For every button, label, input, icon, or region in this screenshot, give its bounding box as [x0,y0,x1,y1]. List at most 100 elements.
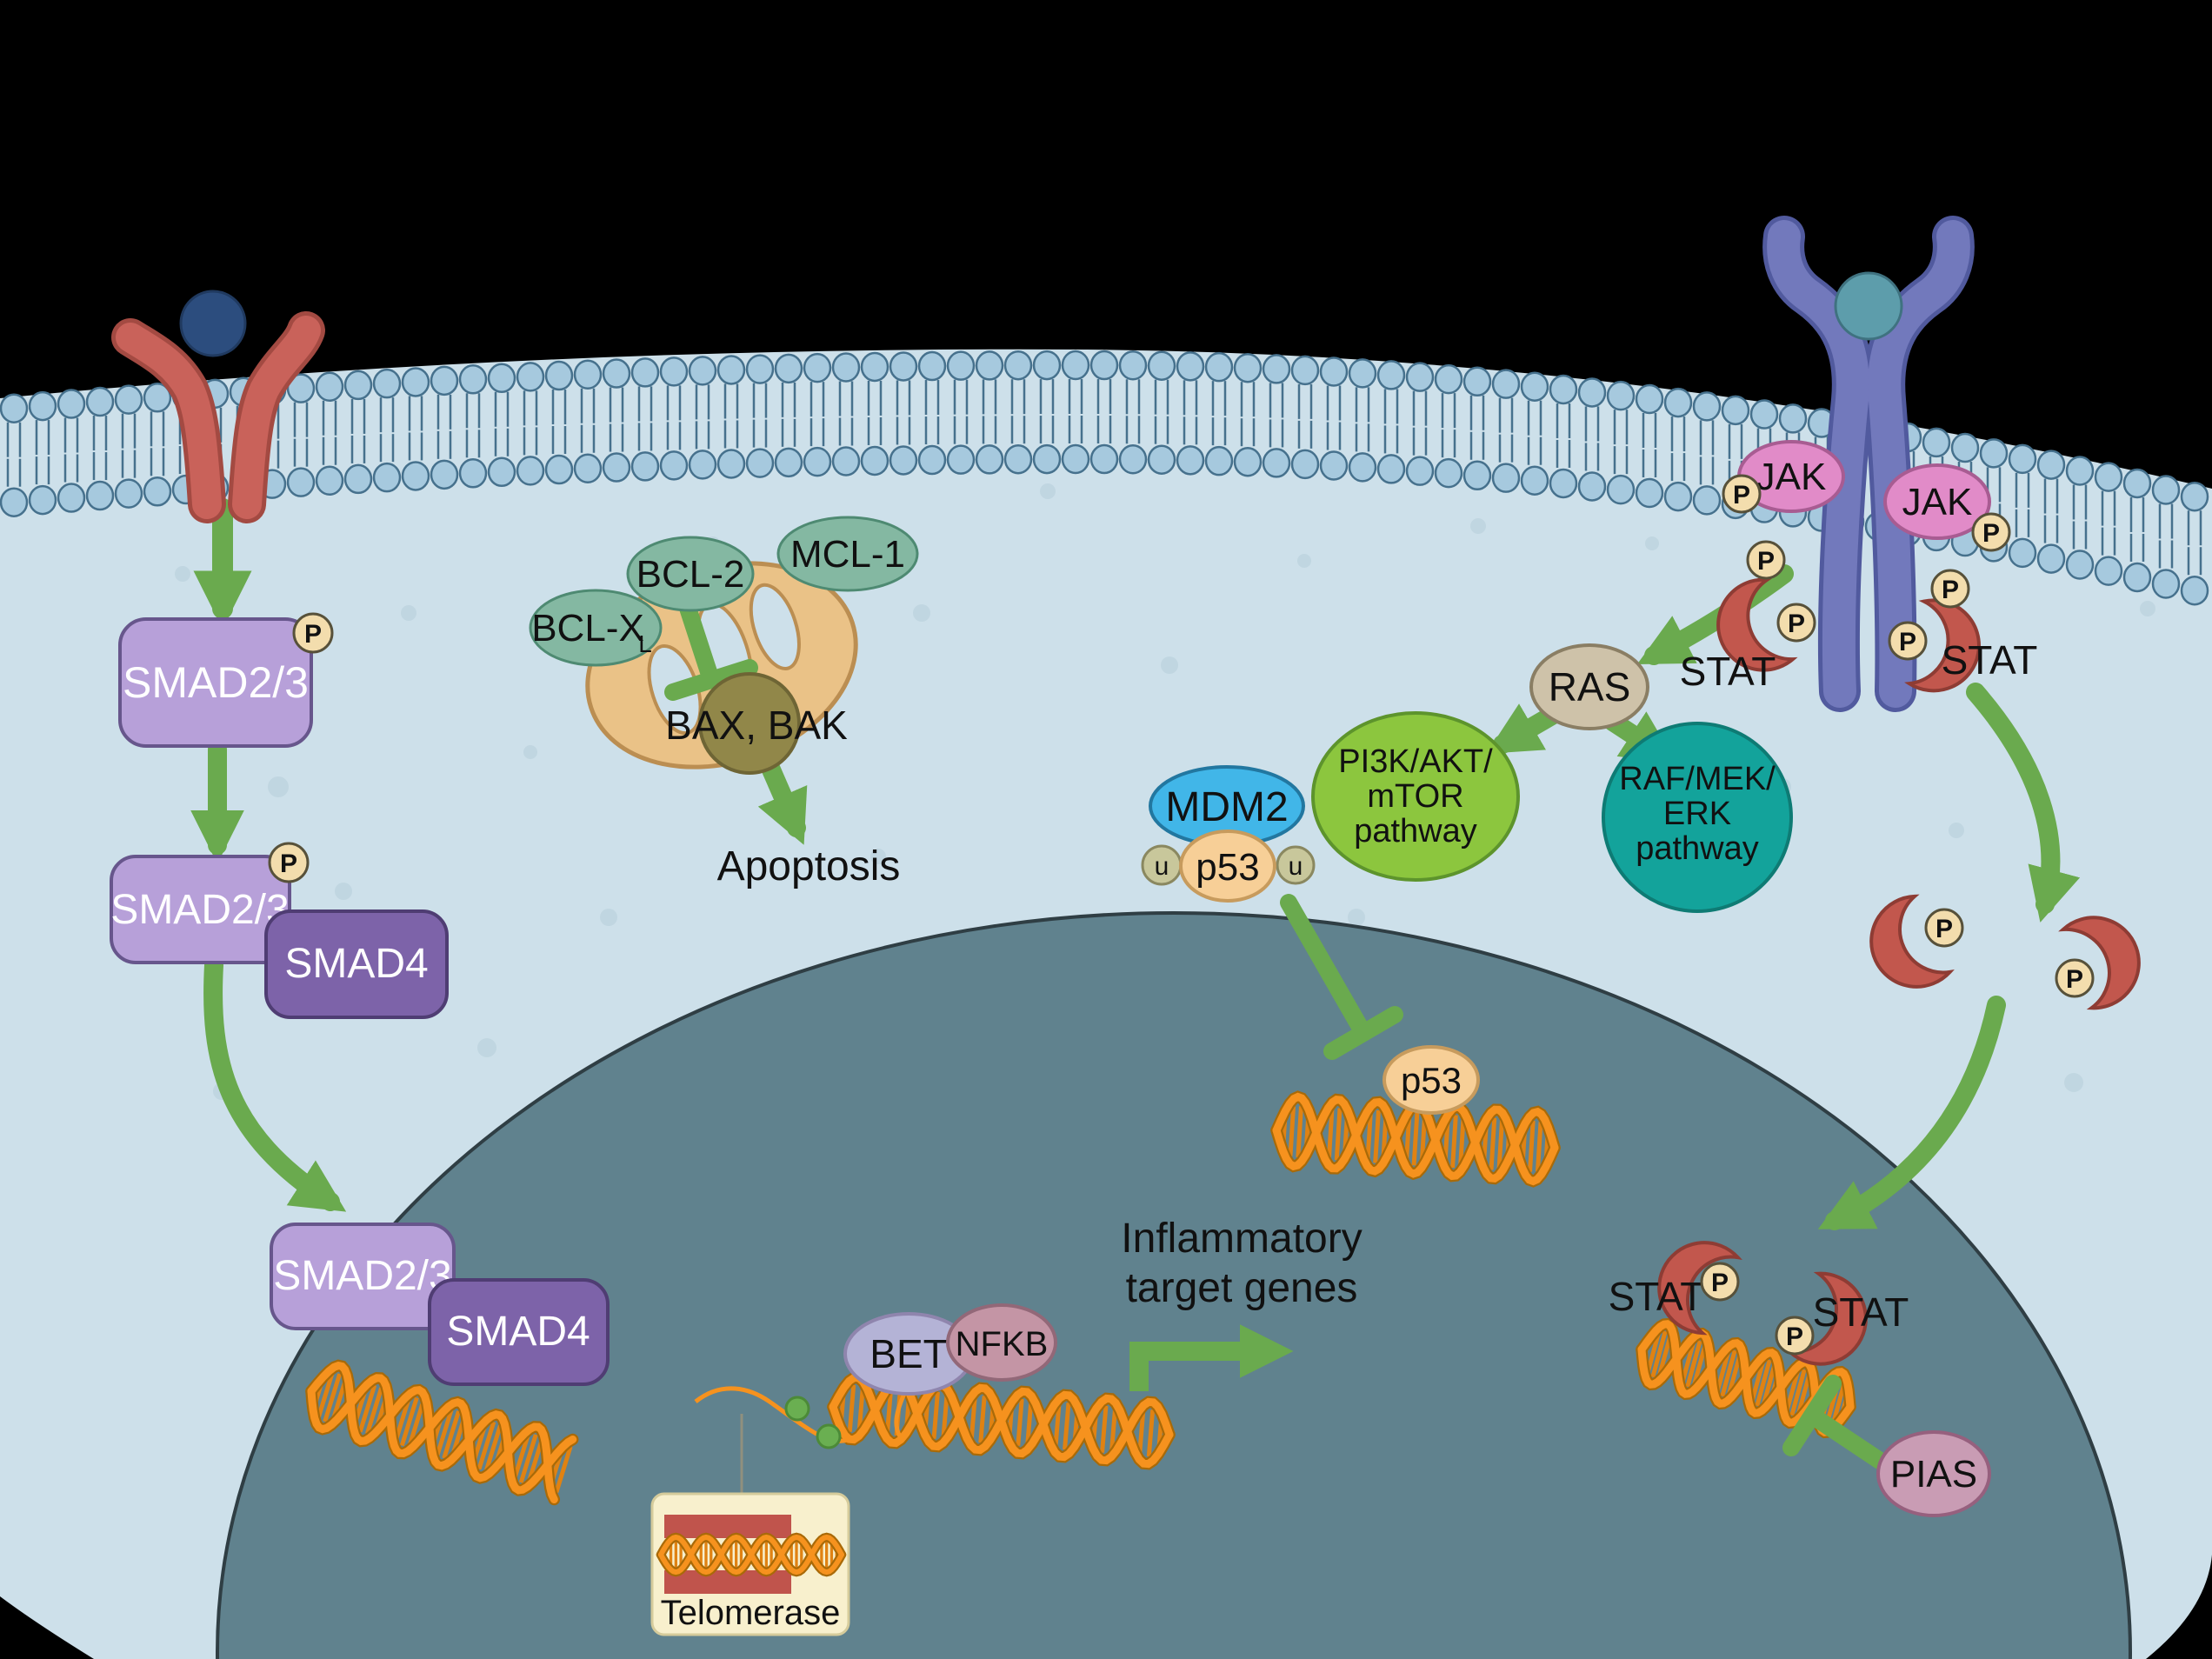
lipid-head-icon [630,451,660,482]
lipid-head-icon [1061,350,1090,381]
nucleus [216,911,2132,1659]
lipid-head-icon [114,384,143,415]
lipid-head-icon [286,467,316,497]
lipid-head-icon [889,445,918,476]
raf-label-3: pathway [1636,830,1759,867]
lipid-head-icon [1176,351,1205,382]
lipid-head-icon [516,362,545,392]
smad23-box [110,855,291,964]
lipid-head-icon [1950,432,1980,463]
lipid-head-icon [1405,456,1435,486]
phospho-label: P [1942,576,1959,604]
lipid-head-icon [831,446,861,476]
lipid-head-icon [573,359,603,390]
raf-label-1: RAF/MEK/ [1619,761,1776,797]
smad23-label: SMAD2/3 [110,887,289,933]
bax-bak-label: BAX, BAK [665,703,848,748]
stat-label: STAT [1680,649,1776,694]
pi3k-label-2: mTOR [1367,778,1463,815]
lipid-head-icon [2008,443,2037,475]
lipid-head-icon [774,353,803,384]
lipid-head-icon [1233,352,1263,383]
arrow-stat-to-nucleus [1817,996,2006,1230]
raf-pathway-node [1602,722,1793,913]
lipid-head-icon [1692,485,1722,516]
stat-label: STAT [1942,637,2038,683]
smad4-label: SMAD4 [284,941,428,987]
lipid-head-icon [1721,395,1750,426]
lipid-head-icon [2008,537,2037,569]
mdm2-label: MDM2 [1165,784,1288,830]
phospho-badge [1924,908,1964,948]
ubiquitin-label: u [1155,852,1169,881]
stat-label: STAT [1609,1274,1705,1319]
lipid-head-icon [745,448,775,478]
phospho-label: P [304,620,322,649]
lipid-head-icon [1434,457,1463,489]
telomerase-box: Telomerase [650,1492,850,1636]
lipid-head-icon [1434,363,1463,395]
lipid-head-icon [803,352,832,383]
lipid-head-icon [774,447,803,478]
lipid-head-icon [1118,350,1148,381]
lipid-head-icon [573,453,603,484]
p53-nuclear-label: p53 [1401,1060,1462,1101]
lipid-head-icon [2122,562,2152,593]
smad23-box-nuclear [270,1223,456,1330]
smad4-label: SMAD4 [446,1309,590,1355]
phospho-label: P [1733,481,1750,510]
lipid-head-icon [1262,354,1291,384]
mitochondrion-crista [749,583,801,671]
inhibit-mdm2-p53-bar [1323,1006,1403,1060]
lipid-head-icon [1520,465,1549,496]
ras-label: RAS [1549,664,1631,710]
inhibit-pias-stat-stem [1803,1407,1889,1469]
phospho-badge [268,842,310,883]
smad23-label: SMAD2/3 [123,658,309,707]
lipid-head-icon [143,476,172,507]
cytokine-receptor: JAK JAK [1737,216,1991,712]
telomere-bar-icon [664,1515,791,1538]
lipid-head-icon [2122,468,2152,499]
bax-bak-node [698,672,801,775]
lipid-head-icon [2036,450,2066,480]
lipid-head-icon [544,360,574,391]
lipid-head-icon [1462,460,1492,491]
apoptosis-module: BCL-2 MCL-1 BCL-X L BAX, BAK Apoptosis [529,516,919,889]
lipid-head-icon [372,368,402,399]
lipid-head-icon [803,446,832,477]
nucleosome-icon [784,1396,810,1422]
lipid-head-icon [745,354,775,384]
lipid-head-icon [315,371,344,403]
lipid-head-icon [28,484,57,516]
pi3k-label-1: PI3K/AKT/ [1338,743,1493,780]
lipid-head-icon [1376,360,1406,390]
lipid-head-icon [975,350,1004,381]
smad23-box [118,617,313,748]
mcl1-node [776,516,919,592]
lipid-head-icon [1032,350,1062,381]
lipid-head-icon [1778,403,1808,434]
lipid-head-icon [1979,438,2009,469]
lipid-head-icon [315,465,344,496]
lipid-head-icon [602,358,631,389]
inhibit-bcl-bax-bar [664,659,758,701]
bclxl-subscript: L [638,630,652,657]
receptor-chain [1767,220,1869,708]
lipid-head-icon [1290,355,1320,386]
lipid-head-icon [1462,366,1492,397]
mcl1-label: MCL-1 [790,533,905,576]
lipid-head-icon [430,459,459,490]
lipid-head-icon [917,350,947,382]
lipid-head-icon [0,487,29,517]
arrow-stat-release [1966,683,2081,923]
bcl2-node [626,536,755,612]
phospho-badge [1700,1262,1740,1302]
lipid-head-icon [975,444,1004,475]
lipid-head-icon [430,365,459,396]
pi3k-pathway-node [1311,711,1520,882]
smad23-label: SMAD2/3 [273,1253,451,1299]
lipid-head-icon [487,456,516,488]
